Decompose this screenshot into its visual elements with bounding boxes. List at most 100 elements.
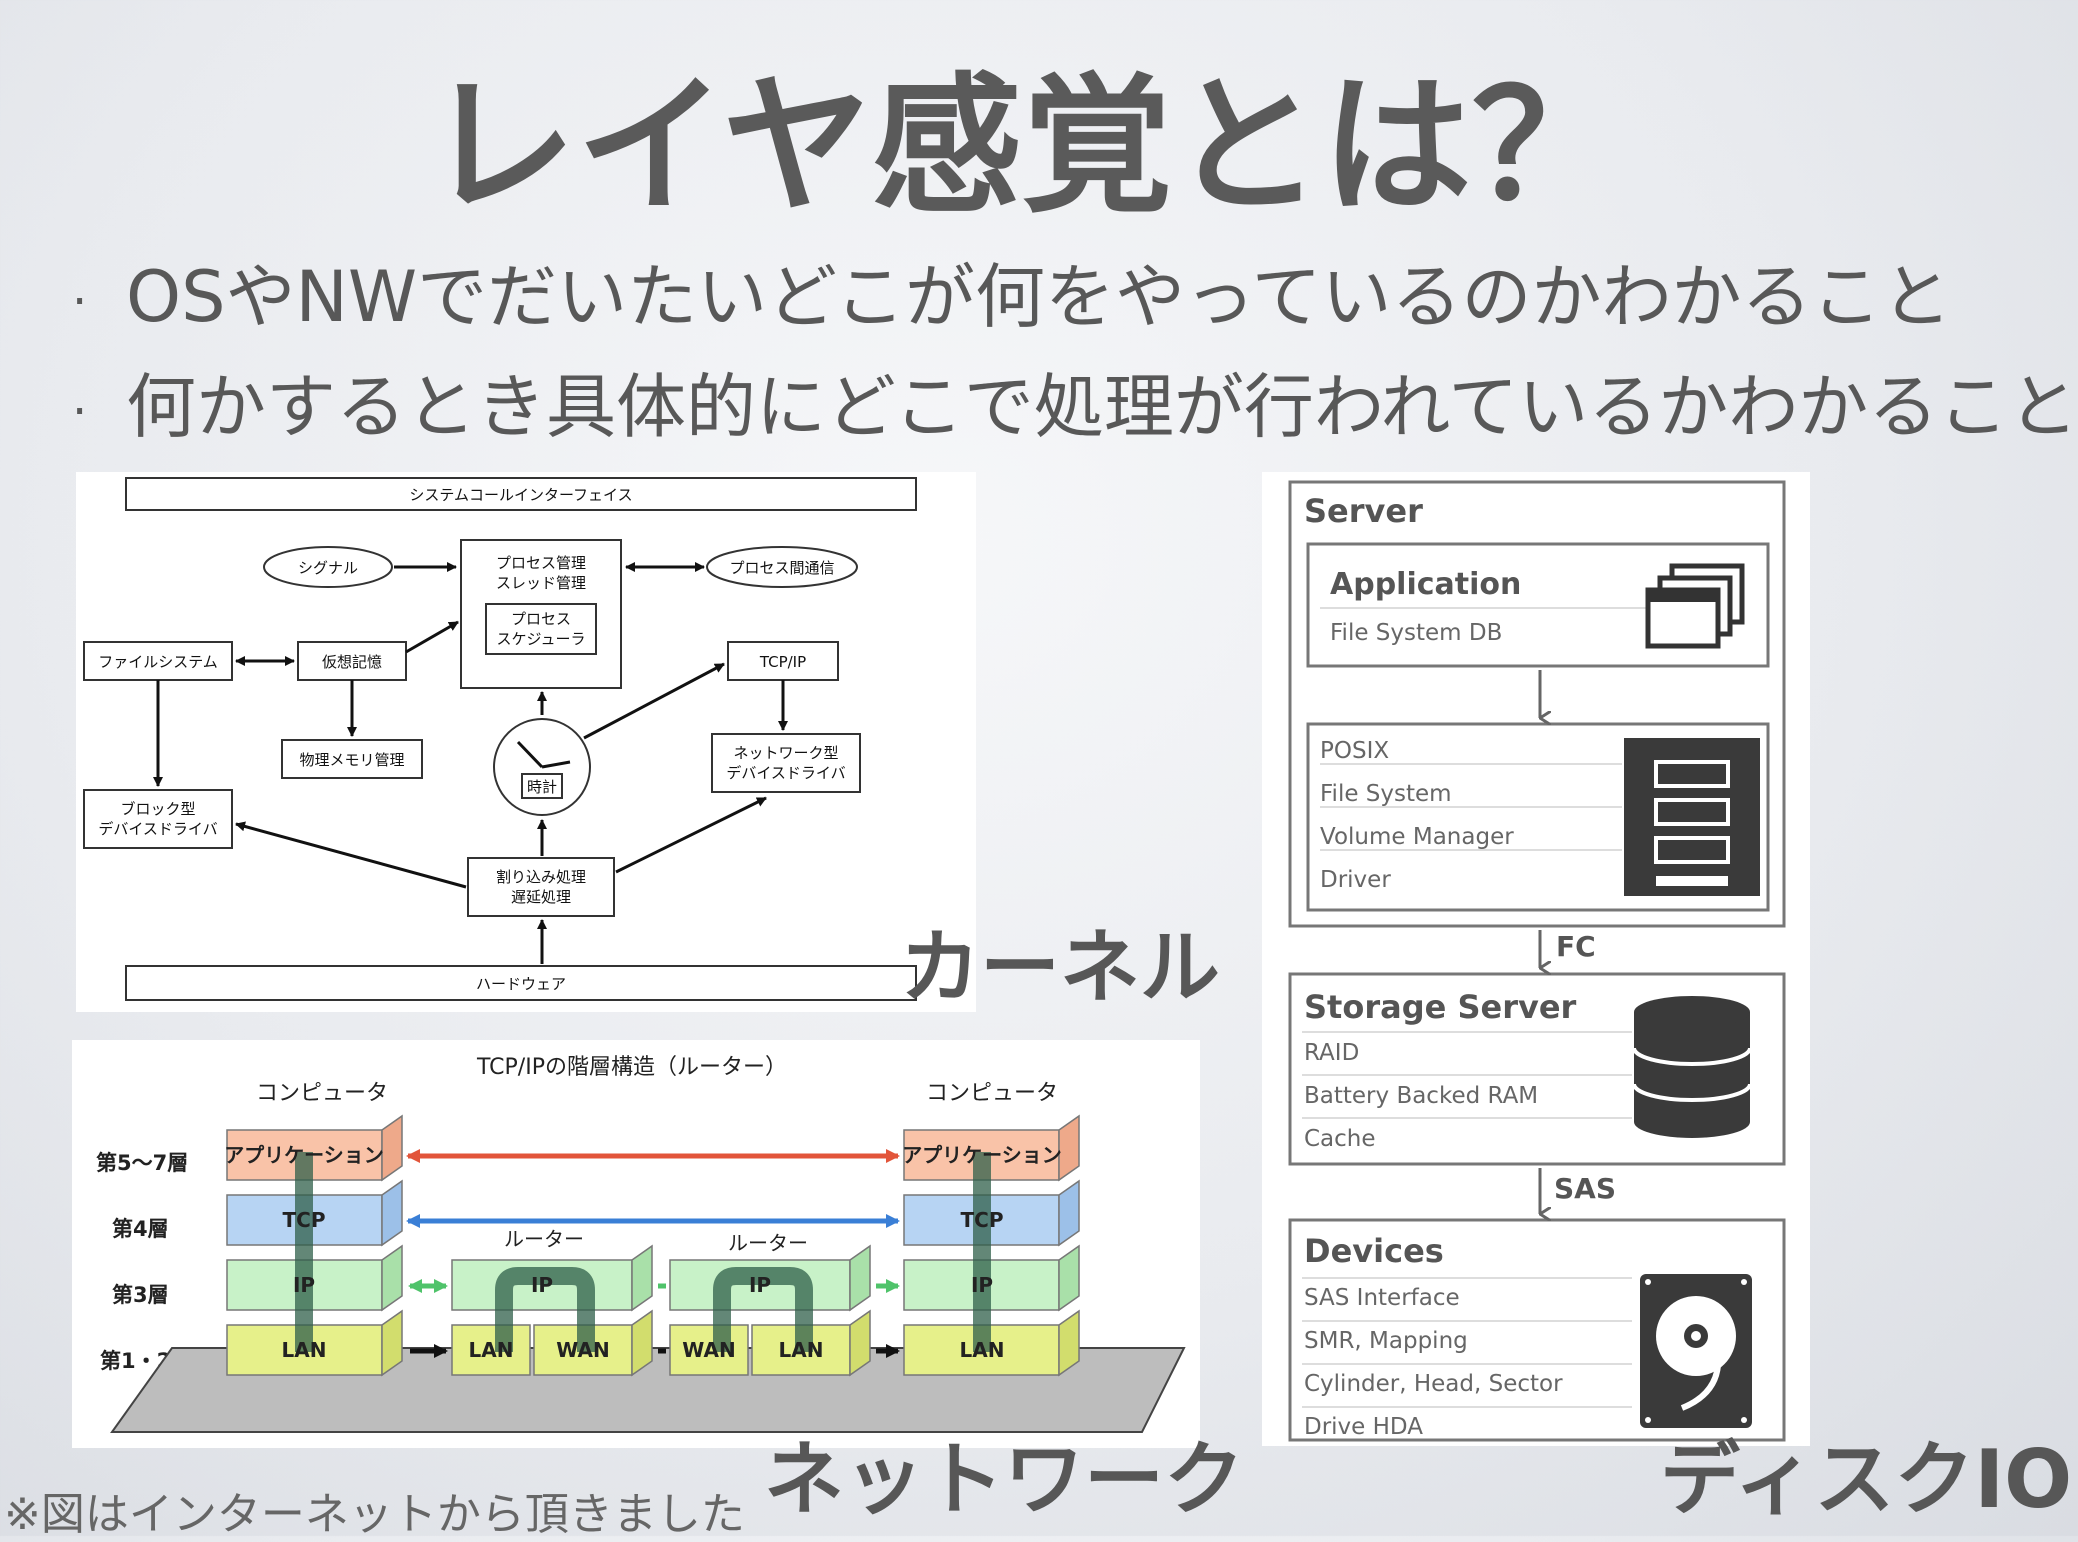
server-frame xyxy=(1288,480,1786,928)
block-driver-box xyxy=(83,789,233,849)
router-2 xyxy=(669,1244,871,1377)
router-1-wan-label: WAN xyxy=(556,1338,609,1362)
tcpip-box xyxy=(727,641,839,681)
bullet-1-text: OSやNWでだいたいどこが何をやっているのかわかること xyxy=(126,256,1952,338)
kernel-diagram-panel: システムコールインターフェイス シグナル プロセス管理 スレッド管理 プロセス … xyxy=(76,472,976,1012)
disk-headings: Server Application FC Storage Server SAS… xyxy=(1304,492,1616,1270)
physical-memory-box xyxy=(281,739,423,779)
hardware-label: ハードウェア xyxy=(476,975,566,993)
os-item-volume-manager: Volume Manager xyxy=(1320,824,1514,850)
scheduler-box xyxy=(485,603,597,655)
devices-frame xyxy=(1288,1218,1786,1442)
image-credit: ※図はインターネットから頂きました xyxy=(4,1489,745,1540)
virtual-memory-label: 仮想記憶 xyxy=(322,653,382,671)
virtual-memory-box xyxy=(297,641,407,681)
syscall-label: システムコールインターフェイス xyxy=(409,486,632,504)
right-ip-label: IP xyxy=(971,1273,993,1297)
syscall-box xyxy=(125,477,917,511)
router-2-lan-label: LAN xyxy=(779,1338,824,1362)
net-driver-box xyxy=(711,733,861,793)
computer-left-label: コンピュータ xyxy=(256,1081,388,1106)
router-1-ip-label: IP xyxy=(531,1273,553,1297)
bullet-dot: · xyxy=(72,273,88,330)
bullet-2: ·何かするとき具体的にどこで処理が行われているかわかること xyxy=(72,372,2078,442)
signal-box xyxy=(263,546,393,588)
os-item-driver: Driver xyxy=(1320,867,1391,893)
left-lan-label: LAN xyxy=(282,1338,327,1362)
disk-diagram: Server Application FC Storage Server SAS… xyxy=(1288,480,1786,1442)
ipc-label: プロセス間通信 xyxy=(729,559,834,577)
router-1-lan-block xyxy=(451,1324,531,1376)
database-icon xyxy=(1632,996,1752,1138)
ipc-box xyxy=(706,546,858,588)
filesystem-label: ファイルシステム xyxy=(98,653,218,671)
device-item-smr: SMR, Mapping xyxy=(1304,1328,1468,1354)
app-items: File System DB xyxy=(1330,620,1502,646)
process-mgmt-label-2: スレッド管理 xyxy=(496,574,586,592)
device-item-sas: SAS Interface xyxy=(1304,1285,1460,1311)
network-diagram: TCP/IPの階層構造（ルーター） コンピュータ コンピュータ ルーター ルータ… xyxy=(96,1055,1186,1433)
left-ip-label: IP xyxy=(293,1273,315,1297)
os-item-filesystem: File System xyxy=(1320,781,1452,807)
physical-memory-label: 物理メモリ管理 xyxy=(299,751,404,769)
router-2-label: ルーター xyxy=(728,1231,808,1255)
disk-items: File System DB POSIX File System Volume … xyxy=(1304,620,1563,1440)
kernel-labels: システムコールインターフェイス シグナル プロセス管理 スレッド管理 プロセス … xyxy=(98,486,845,993)
router-2-wan-label: WAN xyxy=(682,1338,735,1362)
clock-label-box xyxy=(521,773,563,799)
application-frame xyxy=(1306,542,1770,668)
storage-server-heading: Storage Server xyxy=(1304,988,1577,1026)
window-stack-icon xyxy=(1645,563,1745,649)
signal-label: シグナル xyxy=(298,559,358,577)
router-1-lan-label: LAN xyxy=(469,1338,514,1362)
devices-heading: Devices xyxy=(1304,1232,1444,1270)
interrupt-box xyxy=(467,857,615,917)
clock-hands xyxy=(516,740,571,769)
layer-label-l3: 第3層 xyxy=(112,1283,169,1307)
right-lan-label: LAN xyxy=(960,1338,1005,1362)
kernel-diagram: システムコールインターフェイス シグナル プロセス管理 スレッド管理 プロセス … xyxy=(83,477,917,1001)
bullet-2-text: 何かするとき具体的にどこで処理が行われているかわかること xyxy=(126,366,2078,448)
bullet-1: ·OSやNWでだいたいどこが何をやっているのかわかること xyxy=(72,262,1952,332)
storage-server-frame xyxy=(1288,972,1786,1166)
hard-disk-icon xyxy=(1640,1274,1752,1428)
scheduler-label-2: スケジューラ xyxy=(497,630,586,648)
device-item-chs: Cylinder, Head, Sector xyxy=(1304,1371,1563,1397)
sas-label: SAS xyxy=(1554,1172,1616,1205)
left-tcp-label: TCP xyxy=(283,1208,326,1232)
block-driver-label-2: デバイスドライバ xyxy=(98,820,217,838)
storage-item-raid: RAID xyxy=(1304,1040,1359,1066)
slide-title: レイヤ感覚とは？ xyxy=(426,60,1622,234)
router-1-label: ルーター xyxy=(504,1227,584,1251)
net-driver-label-1: ネットワーク型 xyxy=(733,744,838,762)
disk-row-dividers xyxy=(1302,607,1652,1408)
server-heading: Server xyxy=(1304,492,1423,530)
storage-item-bbram: Battery Backed RAM xyxy=(1304,1083,1538,1109)
network-title: TCP/IPの階層構造（ルーター） xyxy=(476,1055,787,1080)
tcpip-label: TCP/IP xyxy=(759,653,806,671)
kernel-boxes xyxy=(83,477,917,1001)
router-2-ip-label: IP xyxy=(749,1273,771,1297)
layer-labels: 第5～7層 第4層 第3層 第1・2層 xyxy=(96,1151,192,1373)
disk-diagram-panel: Server Application FC Storage Server SAS… xyxy=(1262,472,1810,1446)
net-driver-label-2: デバイスドライバ xyxy=(726,764,845,782)
bullet-dot: · xyxy=(72,383,88,440)
peer-arrows xyxy=(406,1149,900,1358)
disk-caption: ディスクIO xyxy=(1660,1433,2073,1526)
block-driver-label-1: ブロック型 xyxy=(120,800,195,818)
storage-item-cache: Cache xyxy=(1304,1126,1376,1152)
kernel-arrows xyxy=(153,562,788,964)
data-flow-path xyxy=(295,1152,991,1352)
fc-label: FC xyxy=(1556,930,1596,963)
kernel-caption: カーネル xyxy=(900,921,1220,1014)
right-app-label: アプリケーション xyxy=(902,1143,1062,1167)
scheduler-label-1: プロセス xyxy=(511,610,571,628)
disk-frames xyxy=(1288,480,1786,1442)
right-tcp-label: TCP xyxy=(961,1208,1004,1232)
left-app-label: アプリケーション xyxy=(224,1143,384,1167)
layer-label-l4: 第4層 xyxy=(112,1217,169,1241)
clock-label: 時計 xyxy=(527,778,557,796)
network-caption: ネットワーク xyxy=(764,1433,1244,1526)
interrupt-label-1: 割り込み処理 xyxy=(496,868,586,886)
application-heading: Application xyxy=(1330,567,1521,602)
